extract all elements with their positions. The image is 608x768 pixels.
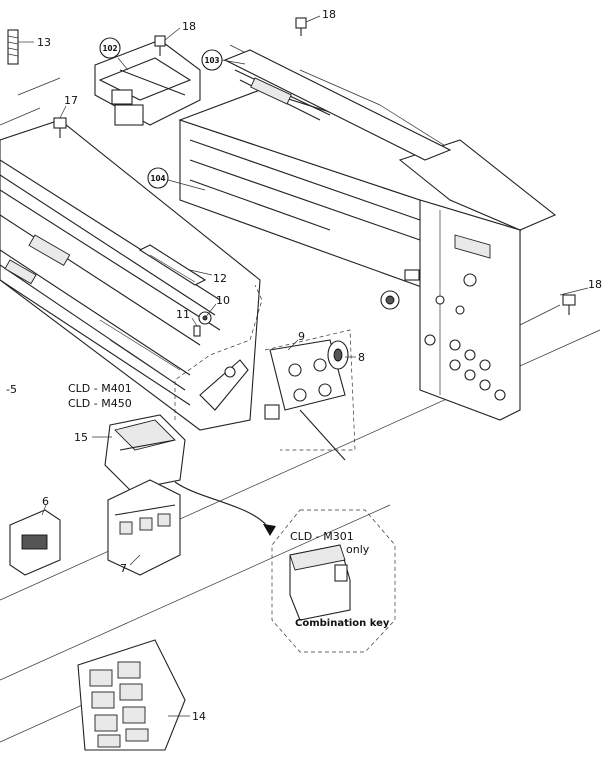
circled-102-text: 102 xyxy=(102,44,117,53)
callout-12: 12 xyxy=(213,272,227,285)
callout-10: 10 xyxy=(216,294,230,307)
part-14-jackboard xyxy=(77,639,186,751)
part-8-cap xyxy=(327,340,349,370)
callout-13: 13 xyxy=(37,36,51,49)
screw-18c xyxy=(562,294,576,315)
callout-18c: 18 xyxy=(588,278,602,291)
part-6-connector xyxy=(9,509,61,576)
part-12-strip xyxy=(138,244,207,286)
board-103 xyxy=(223,49,452,161)
rear-jacks xyxy=(380,269,506,401)
inset-caption: Combination key xyxy=(295,618,390,629)
front-rail-assembly xyxy=(0,119,261,431)
circled-103: 103 xyxy=(201,49,223,71)
screw-18b xyxy=(295,17,307,36)
callout-6: 6 xyxy=(42,495,49,508)
dashed-boundaries xyxy=(174,284,356,451)
callout-17: 17 xyxy=(64,94,78,107)
inset-arrowhead xyxy=(263,524,276,536)
inset-combination-key: CLD - M301 only Combination key xyxy=(271,509,396,653)
spring-13 xyxy=(7,29,19,65)
circled-103-text: 103 xyxy=(204,56,219,65)
rear-frame-104 xyxy=(178,89,557,421)
callout-11: 11 xyxy=(176,308,190,321)
part-7-socket xyxy=(107,479,181,576)
model-label-1: CLD - M401 xyxy=(68,382,132,395)
screw-18a xyxy=(154,35,166,56)
callout-8: 8 xyxy=(358,351,365,364)
callout-14: 14 xyxy=(192,710,206,723)
callout-7: 7 xyxy=(120,562,127,575)
callout-5: -5 xyxy=(6,383,17,396)
callout-18a: 18 xyxy=(182,20,196,33)
callout-9: 9 xyxy=(298,330,305,343)
model-label-2: CLD - M450 xyxy=(68,397,132,410)
callout-18b: 18 xyxy=(322,8,336,21)
inset-model-label: CLD - M301 xyxy=(290,530,354,543)
part-9-bracket xyxy=(264,339,346,461)
part-15-board xyxy=(104,414,186,491)
callout-15: 15 xyxy=(74,431,88,444)
circled-104: 104 xyxy=(147,167,169,189)
circled-104-text: 104 xyxy=(150,174,165,183)
board-102 xyxy=(94,39,201,126)
inset-only-label: only xyxy=(346,543,370,556)
circled-102: 102 xyxy=(99,37,121,59)
inset-arrow xyxy=(174,481,271,531)
leader-lines xyxy=(18,15,589,717)
